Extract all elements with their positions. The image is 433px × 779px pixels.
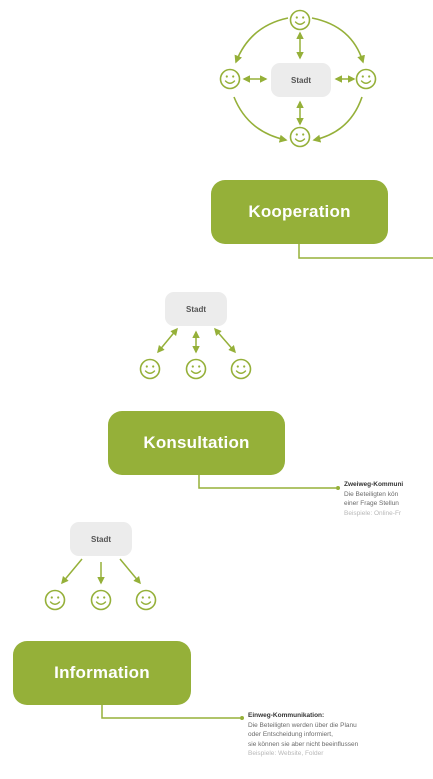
- arrow-icon: [119, 558, 141, 585]
- level-kooperation[interactable]: Kooperation: [211, 180, 388, 244]
- smiley-icon: [135, 589, 157, 611]
- description-example: Beispiele: Online-Fr: [344, 509, 402, 517]
- smiley-icon: [355, 68, 377, 90]
- bullet-dot: [336, 486, 340, 490]
- arrow-icon: [311, 17, 365, 64]
- arrow-icon: [234, 17, 289, 64]
- description-information: Einweg-Kommunikation: Die Beteiligten we…: [248, 711, 358, 759]
- smiley-icon: [289, 126, 311, 148]
- smiley-icon: [90, 589, 112, 611]
- arrow-icon: [61, 558, 83, 585]
- description-konsultation: Zweiweg-Kommuni Die Beteiligten kön eine…: [344, 480, 403, 518]
- arrow-icon: [312, 96, 363, 143]
- description-line: Die Beteiligten kön: [344, 490, 399, 498]
- smiley-icon: [185, 358, 207, 380]
- connector-line: [198, 475, 336, 489]
- stadt-box-konsultation: Stadt: [165, 292, 227, 326]
- stadt-box-kooperation: Stadt: [271, 63, 331, 97]
- description-title: Einweg-Kommunikation:: [248, 712, 325, 719]
- stadt-box-information: Stadt: [70, 522, 132, 556]
- smiley-icon: [230, 358, 252, 380]
- arrow-icon: [214, 327, 236, 354]
- description-line: einer Frage Stellun: [344, 500, 399, 507]
- arrow-icon: [157, 327, 178, 354]
- description-line: Die Beteiligten werden über die Planu: [248, 721, 357, 729]
- connector-line: [101, 705, 240, 719]
- description-line: sie können sie aber nicht beeinflussen: [248, 740, 359, 748]
- arrow-icon: [233, 96, 288, 143]
- bullet-dot: [240, 716, 244, 720]
- smiley-icon: [219, 68, 241, 90]
- level-konsultation[interactable]: Konsultation: [108, 411, 285, 475]
- description-line: oder Entscheidung informiert,: [248, 731, 333, 738]
- description-title: Zweiweg-Kommuni: [344, 481, 404, 488]
- description-example: Beispiele: Website, Folder: [248, 750, 324, 757]
- smiley-icon: [44, 589, 66, 611]
- smiley-icon: [289, 9, 311, 31]
- level-information[interactable]: Information: [13, 641, 191, 705]
- connector-line: [298, 244, 433, 259]
- smiley-icon: [139, 358, 161, 380]
